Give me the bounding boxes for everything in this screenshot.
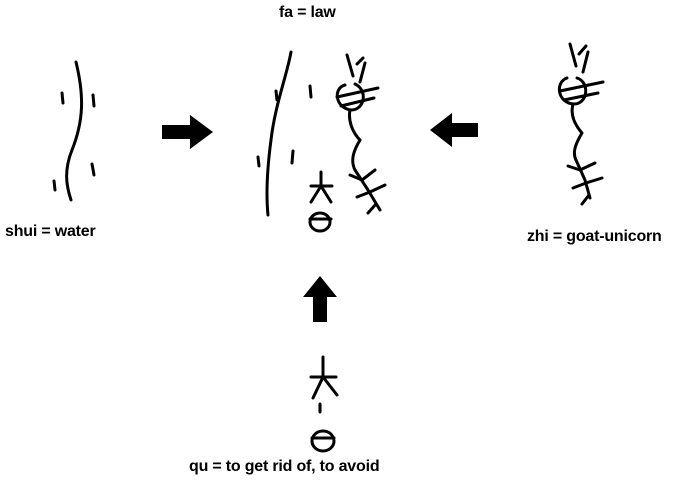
shui-label: shui = water xyxy=(5,223,96,240)
right-arrow-icon xyxy=(162,115,213,149)
qu-get-rid-of-glyph xyxy=(309,355,339,453)
fa-law-glyph xyxy=(256,50,387,233)
up-arrow-icon xyxy=(303,276,337,322)
qu-label: qu = to get rid of, to avoid xyxy=(189,458,380,475)
fa-label: fa = law xyxy=(279,4,336,21)
shui-water-glyph xyxy=(52,60,96,202)
left-arrow-icon xyxy=(430,113,478,147)
zhi-label: zhi = goat-unicorn xyxy=(527,228,662,245)
zhi-goat-unicorn-glyph xyxy=(557,42,605,206)
